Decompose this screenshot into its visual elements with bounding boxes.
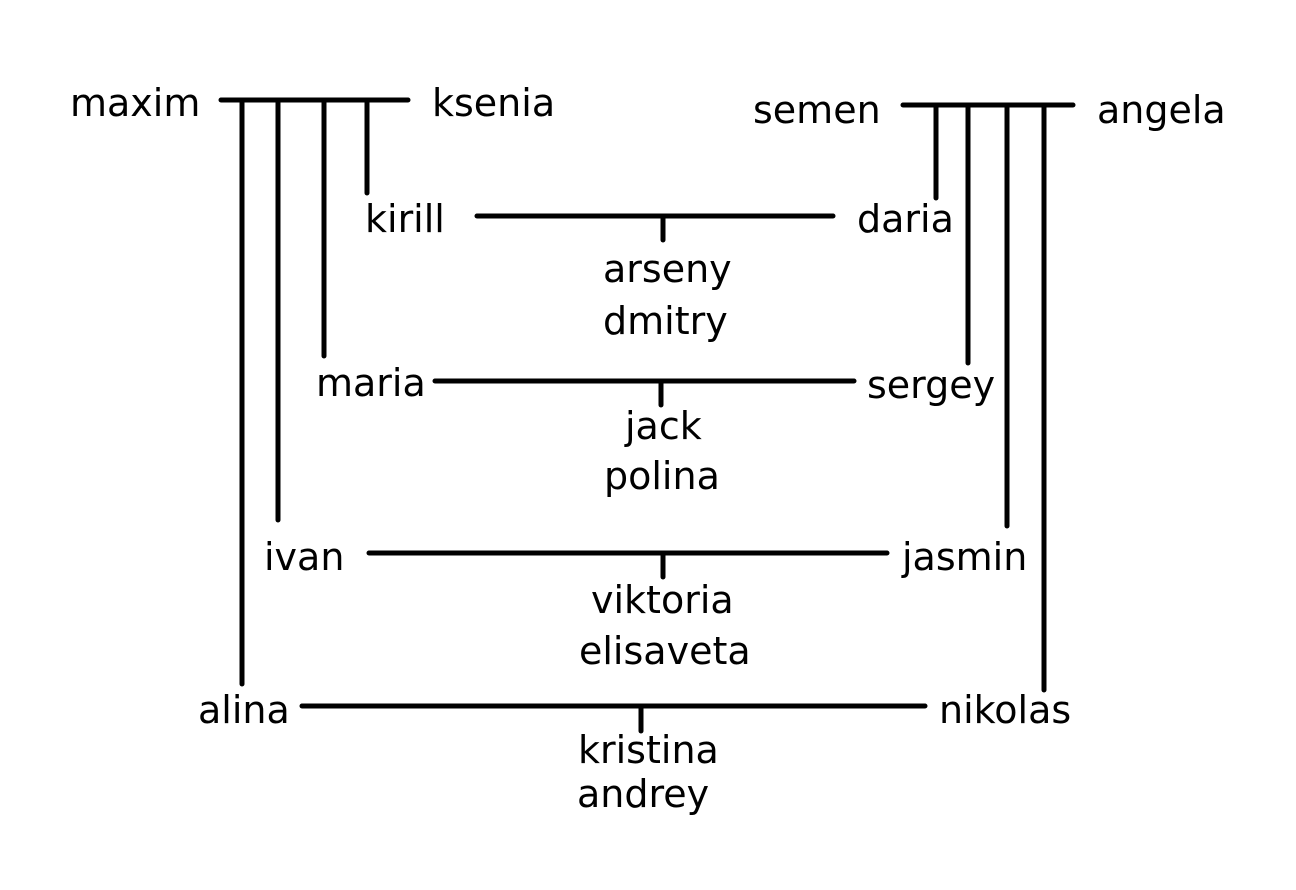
person-sergey: sergey [867,363,996,407]
person-ivan: ivan [264,535,345,579]
person-jack: jack [625,404,702,448]
person-nikolas: nikolas [939,688,1072,732]
person-arseny: arseny [603,247,732,291]
person-kristina: kristina [578,728,719,772]
person-angela: angela [1097,88,1226,132]
person-maria: maria [316,361,426,405]
person-kirill: kirill [365,197,445,241]
person-dmitry: dmitry [603,299,728,343]
person-maxim: maxim [70,81,201,125]
person-polina: polina [604,454,720,498]
person-viktoria: viktoria [591,578,734,622]
person-daria: daria [857,197,954,241]
person-alina: alina [198,688,290,732]
person-jasmin: jasmin [902,535,1028,579]
person-elisaveta: elisaveta [579,629,751,673]
person-andrey: andrey [577,772,710,816]
person-semen: semen [753,88,881,132]
person-ksenia: ksenia [432,81,556,125]
